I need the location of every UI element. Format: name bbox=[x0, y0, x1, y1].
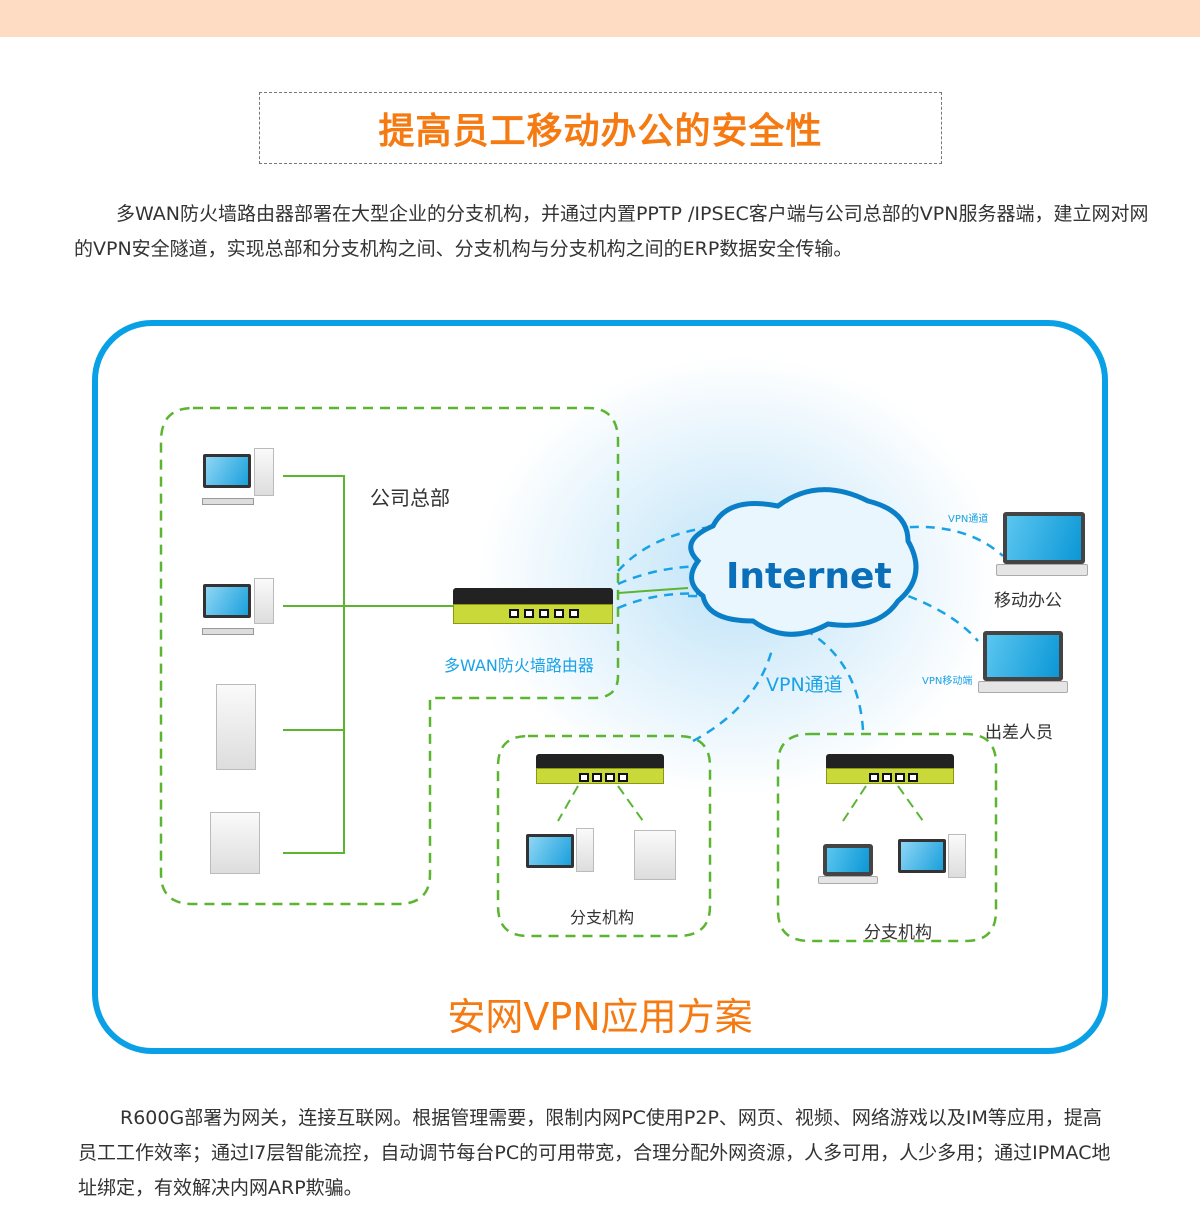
branch2-boundary bbox=[776, 732, 998, 943]
vpn-tunnel-label: VPN通道 bbox=[766, 674, 843, 696]
top-banner bbox=[0, 0, 1200, 37]
keyboard bbox=[202, 498, 254, 505]
laptop-screen bbox=[823, 844, 873, 876]
vpn-tunnel-small-label: VPN通道 bbox=[948, 514, 989, 525]
outro-paragraph: R600G部署为网关，连接互联网。根据管理需要，限制内网PC使用P2P、网页、视… bbox=[78, 1107, 1111, 1199]
branch-router bbox=[826, 754, 954, 784]
hq-label: 公司总部 bbox=[370, 486, 450, 510]
laptop-screen bbox=[1003, 512, 1085, 564]
server-icon bbox=[210, 812, 260, 874]
branch1-label: 分支机构 bbox=[570, 908, 635, 927]
router-label: 多WAN防火墙路由器 bbox=[444, 656, 594, 675]
server-icon bbox=[216, 684, 256, 770]
laptop-screen bbox=[983, 631, 1063, 681]
laptop-base bbox=[818, 876, 878, 884]
mobile-office-label: 移动办公 bbox=[994, 591, 1062, 611]
desktop-monitor bbox=[526, 834, 574, 868]
desktop-tower bbox=[254, 448, 274, 496]
vpn-mobile-label: VPN移动端 bbox=[922, 676, 973, 687]
branch-router bbox=[536, 754, 664, 784]
main-router bbox=[453, 588, 613, 624]
internet-cloud bbox=[688, 487, 919, 637]
keyboard bbox=[202, 628, 254, 635]
server-icon bbox=[634, 830, 676, 880]
diagram-frame: 公司总部 多WAN防火墙路由器 Internet VPN通道 VPN通道 VPN… bbox=[92, 320, 1108, 1054]
page-title: 提高员工移动办公的安全性 bbox=[378, 111, 823, 152]
branch2-label: 分支机构 bbox=[864, 923, 932, 943]
desktop-monitor bbox=[898, 839, 946, 873]
diagram-lines bbox=[159, 406, 1004, 943]
hq-boundary bbox=[159, 406, 620, 906]
desktop-tower bbox=[576, 828, 594, 872]
desktop-monitor bbox=[203, 584, 251, 618]
laptop-base bbox=[978, 681, 1068, 693]
solution-title: 安网VPN应用方案 bbox=[447, 995, 753, 1039]
desktop-monitor bbox=[203, 454, 251, 488]
desktop-tower bbox=[948, 834, 966, 878]
laptop-base bbox=[996, 564, 1088, 576]
branch1-boundary bbox=[496, 734, 712, 938]
intro-paragraph: 多WAN防火墙路由器部署在大型企业的分支机构，并通过内置PPTP /IPSEC客… bbox=[74, 203, 1149, 260]
title-box: 提高员工移动办公的安全性 bbox=[259, 92, 942, 164]
traveler-label: 出差人员 bbox=[985, 723, 1053, 743]
desktop-tower bbox=[254, 578, 274, 624]
internet-label: Internet bbox=[726, 556, 892, 597]
